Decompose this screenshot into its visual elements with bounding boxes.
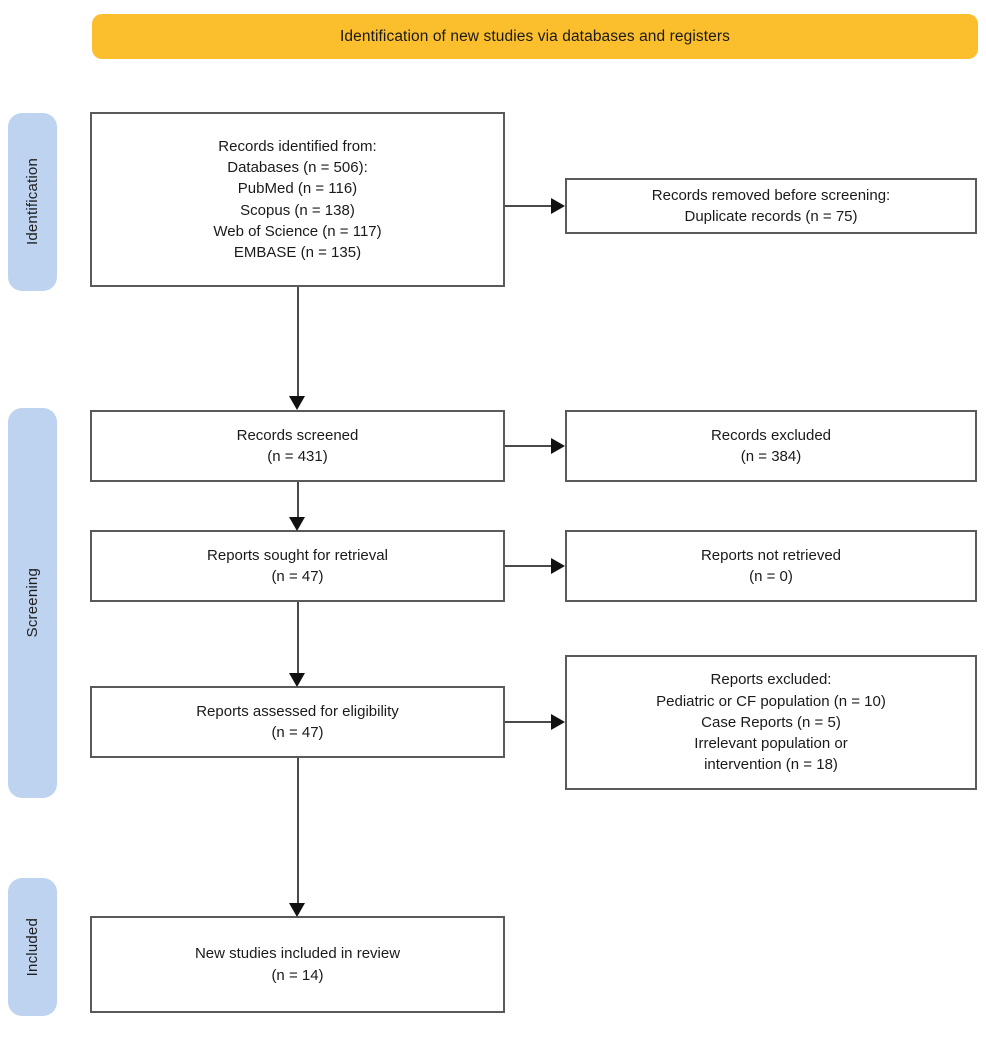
box-line: Reports sought for retrieval xyxy=(207,546,388,564)
box-line: (n = 0) xyxy=(749,568,793,585)
box-line: Web of Science (n = 117) xyxy=(213,222,382,240)
stage-rail-screening: Screening xyxy=(8,408,57,798)
box-reports-not-retrieved: Reports not retrieved (n = 0) xyxy=(565,530,977,602)
stage-label-screening: Screening xyxy=(24,568,41,638)
box-line: Duplicate records (n = 75) xyxy=(684,208,858,225)
box-new-studies-included-in-review: New studies included in review (n = 14) xyxy=(90,916,505,1013)
box-reports-assessed-for-eligibility: Reports assessed for eligibility (n = 47… xyxy=(90,686,505,758)
stage-label-identification: Identification xyxy=(24,158,41,246)
box-line: Irrelevant population or xyxy=(694,735,848,753)
box-line: New studies included in review xyxy=(194,945,401,963)
box-line: EMBASE (n = 135) xyxy=(233,244,362,262)
arrowhead-right-icon xyxy=(551,438,565,454)
connector-screened-to-excluded xyxy=(505,445,551,447)
box-line: Reports not retrieved xyxy=(700,546,842,564)
box-line: Reports assessed for eligibility xyxy=(196,702,399,720)
diagram-header-banner: Identification of new studies via databa… xyxy=(92,14,978,59)
arrowhead-right-icon xyxy=(551,714,565,730)
connector-identified-to-removed xyxy=(505,205,551,207)
box-line: Reports excluded: xyxy=(710,671,832,689)
box-line: (n = 431) xyxy=(267,448,328,465)
box-line: (n = 47) xyxy=(271,568,324,585)
box-records-excluded: Records excluded (n = 384) xyxy=(565,410,977,482)
connector-assessed-to-reports-excluded xyxy=(505,721,551,723)
stage-label-included: Included xyxy=(24,917,41,977)
arrowhead-down-icon xyxy=(289,396,305,410)
arrowhead-right-icon xyxy=(551,558,565,574)
box-line: Records removed before screening: xyxy=(651,186,891,204)
box-line: Databases (n = 506): xyxy=(227,158,368,176)
box-line: Records identified from: xyxy=(218,137,377,155)
arrowhead-right-icon xyxy=(551,198,565,214)
box-line: (n = 384) xyxy=(740,448,802,465)
box-line: intervention (n = 18) xyxy=(704,756,838,774)
diagram-title: Identification of new studies via databa… xyxy=(340,27,730,45)
box-line: Records excluded xyxy=(710,426,832,444)
connector-sought-to-assessed xyxy=(297,602,299,674)
box-reports-sought-for-retrieval: Reports sought for retrieval (n = 47) xyxy=(90,530,505,602)
connector-sought-to-not-retrieved xyxy=(505,565,551,567)
connector-screened-to-sought xyxy=(297,482,299,518)
arrowhead-down-icon xyxy=(289,903,305,917)
box-records-screened: Records screened (n = 431) xyxy=(90,410,505,482)
box-line: Case Reports (n = 5) xyxy=(701,713,841,731)
box-line: Records screened xyxy=(236,426,359,444)
connector-assessed-to-included xyxy=(297,758,299,904)
box-line: (n = 47) xyxy=(271,724,324,741)
box-reports-excluded-with-reasons: Reports excluded: Pediatric or CF popula… xyxy=(565,655,977,790)
box-line: (n = 14) xyxy=(271,966,324,984)
stage-rail-identification: Identification xyxy=(8,113,57,291)
box-records-identified: Records identified from: Databases (n = … xyxy=(90,112,505,287)
box-line: PubMed (n = 116) xyxy=(237,180,358,198)
box-line: Pediatric or CF population (n = 10) xyxy=(656,692,886,710)
box-records-removed-before-screening: Records removed before screening: Duplic… xyxy=(565,178,977,234)
arrowhead-down-icon xyxy=(289,517,305,531)
box-line: Scopus (n = 138) xyxy=(240,201,355,219)
stage-rail-included: Included xyxy=(8,878,57,1016)
connector-identified-to-screened xyxy=(297,287,299,397)
arrowhead-down-icon xyxy=(289,673,305,687)
